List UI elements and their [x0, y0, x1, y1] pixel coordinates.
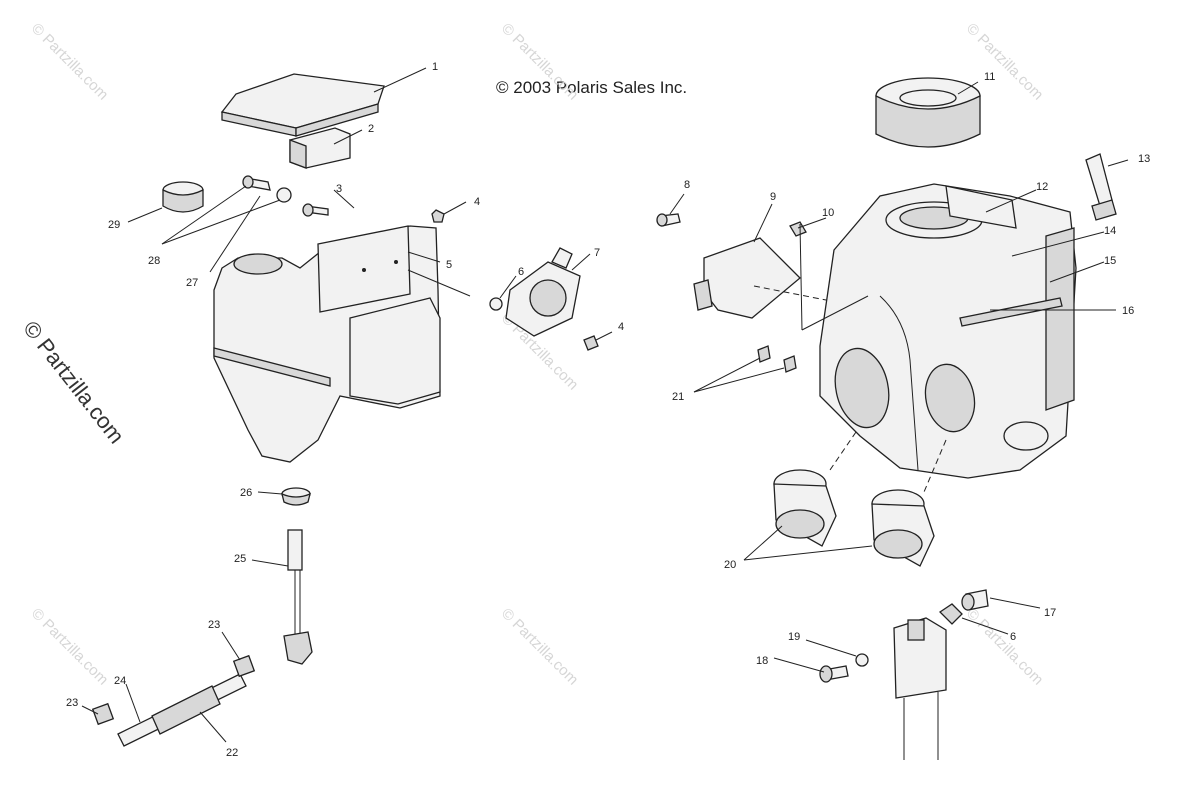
washer: [489, 297, 503, 311]
level-sensor: [283, 529, 313, 665]
bolt: [242, 175, 271, 191]
callout-6: 6: [518, 266, 524, 278]
dashed-guide: [753, 285, 827, 301]
callout-25: 25: [234, 553, 246, 565]
callout-2: 2: [368, 123, 374, 135]
callout-8: 8: [684, 179, 690, 191]
oil-pump: [505, 247, 581, 337]
screw: [656, 213, 681, 227]
screw-small: [757, 345, 771, 363]
nut: [431, 209, 445, 223]
callout-19: 19: [788, 631, 800, 643]
clip: [1085, 153, 1117, 221]
bolt: [961, 589, 989, 611]
intake-boot: [871, 489, 935, 567]
assembly-line: [407, 269, 471, 297]
clamp: [232, 654, 256, 678]
callout-20: 20: [724, 559, 736, 571]
callout-21: 21: [672, 391, 684, 403]
callout-15: 15: [1104, 255, 1116, 267]
filler-cap: [162, 181, 204, 213]
callout-11: 11: [984, 71, 995, 83]
callout-17: 17: [1044, 607, 1056, 619]
callout-26: 26: [240, 487, 252, 499]
callout-29: 29: [108, 219, 120, 231]
callout-labels: 1 2 3 4 4 5 6 6 7 8 9 10 11 12 13 14 15 …: [66, 61, 1150, 759]
callout-1: 1: [432, 61, 438, 73]
callout-4: 4: [474, 196, 480, 208]
callout-9: 9: [770, 191, 776, 203]
washer: [855, 653, 869, 667]
tank-cover: [220, 73, 385, 137]
foam-block: [289, 127, 351, 169]
callout-7: 7: [594, 247, 600, 259]
callout-3: 3: [336, 183, 342, 195]
callout-12: 12: [1036, 181, 1048, 193]
ignition-coil: [893, 617, 947, 760]
oil-hose: [117, 673, 247, 747]
clamp: [91, 702, 115, 726]
callout-22: 22: [226, 747, 238, 759]
callout-14: 14: [1104, 225, 1116, 237]
dashed-guide: [829, 431, 857, 471]
callout-24: 24: [114, 675, 126, 687]
bolt: [819, 665, 849, 683]
callout-27: 27: [186, 277, 198, 289]
air-box: [819, 183, 1077, 479]
callout-13: 13: [1138, 153, 1150, 165]
washer: [276, 187, 292, 203]
nut: [583, 335, 599, 351]
grommet: [281, 487, 311, 506]
copyright-text: © 2003 Polaris Sales Inc.: [496, 78, 688, 97]
callout-5: 5: [446, 259, 452, 271]
callout-4-b: 4: [618, 321, 624, 333]
callout-6-b: 6: [1010, 631, 1016, 643]
callout-28: 28: [148, 255, 160, 267]
intake-ring: [875, 77, 981, 148]
callout-10: 10: [822, 207, 834, 219]
leader-lines: [81, 67, 1129, 743]
callout-23: 23: [208, 619, 220, 631]
screw-small: [783, 355, 797, 373]
screw: [302, 203, 329, 217]
callout-23-b: 23: [66, 697, 78, 709]
callout-16: 16: [1122, 305, 1134, 317]
washer: [938, 603, 963, 625]
intake-boot: [773, 469, 837, 547]
callout-18: 18: [756, 655, 768, 667]
cdi-module: [693, 237, 801, 319]
bracket: [317, 225, 411, 313]
grommet-small: [789, 221, 807, 237]
